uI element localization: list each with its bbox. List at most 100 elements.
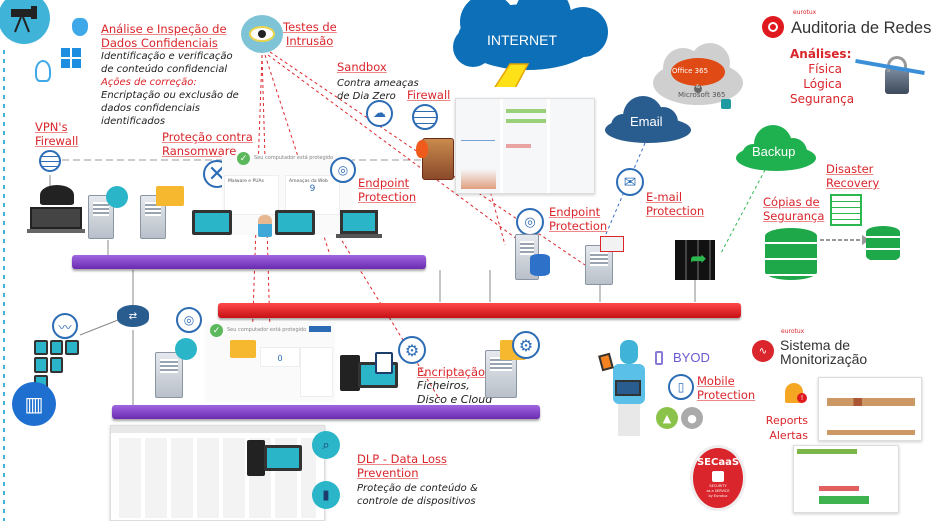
dlp-desc-2: controle de dispositivos xyxy=(357,496,476,507)
mobile-line: Mobile xyxy=(697,374,735,388)
ransomware-line: Proteção contra xyxy=(162,130,253,144)
analysis-item: Segurança xyxy=(790,92,855,106)
actions-title: Ações de correção: xyxy=(101,77,197,88)
backup-server-icon xyxy=(675,240,715,280)
analysis-block: Análise e Inspeção de Dados Confidenciai… xyxy=(101,22,239,128)
dlp-line: DLP - Data Loss xyxy=(357,452,447,466)
lock-icon xyxy=(721,99,731,109)
analysis-desc: Identificação e verificação xyxy=(101,51,233,62)
antivirus-dashboard-2: ✓ Seu computador está protegido 0 xyxy=(205,322,335,402)
check-icon: ✓ xyxy=(210,324,223,337)
apple-icon xyxy=(72,17,88,41)
dlp-line-2: Prevention xyxy=(357,466,419,480)
network-bar-core xyxy=(218,303,741,318)
sandbox-label: Sandbox Contra ameaças de Dia Zero xyxy=(337,60,419,103)
sandbox-desc: Contra ameaças xyxy=(337,78,419,89)
floppy-icon xyxy=(106,186,128,208)
email-protection-line-2: Protection xyxy=(646,204,705,218)
tile-label: Malware e PUAs xyxy=(228,179,264,184)
network-bar-top xyxy=(72,255,426,269)
endpoint-label-2: Endpoint Protection xyxy=(549,205,607,233)
analysis-item: Lógica xyxy=(803,77,842,91)
internet-cloud xyxy=(453,0,608,87)
laptop-icon xyxy=(336,210,382,238)
mail-server-icon xyxy=(585,245,613,285)
byod-person-icon xyxy=(598,340,650,440)
secaas-line: SECURITY xyxy=(709,484,727,488)
usb-icon: ▮ xyxy=(312,481,340,509)
email-protection-label: E-mail Protection xyxy=(646,190,704,218)
monitoring-title: Sistema de Monitorização xyxy=(780,338,867,366)
backup-cloud-label: Backup xyxy=(752,144,796,159)
folder-icon xyxy=(230,340,256,358)
email-protection-line: E-mail xyxy=(646,190,683,204)
cloud-sandbox-icon: ☁ xyxy=(366,100,393,127)
endpoint-icon: ◎ xyxy=(176,307,202,333)
byod-label: BYOD xyxy=(673,350,710,365)
office-amp: & xyxy=(696,84,700,90)
copies-line-2: Segurança xyxy=(763,209,825,223)
pentest-line-2: Intrusão xyxy=(286,34,334,48)
endpoint-icon: ◎ xyxy=(516,208,544,236)
backup-arrow-icon: ➦ xyxy=(690,246,707,270)
ransomware-label: Proteção contra Ransomware xyxy=(162,130,253,158)
firewall-box-icon xyxy=(422,138,454,180)
router-icon: ⇄ xyxy=(117,305,149,327)
workstation-icon xyxy=(247,440,265,476)
eye-icon xyxy=(241,15,283,53)
endpoint-label: Endpoint Protection xyxy=(358,176,416,204)
analysis-desc-2: de conteúdo confidencial xyxy=(101,64,228,75)
workstation-monitor-icon xyxy=(264,445,302,471)
folder-icon xyxy=(156,186,184,206)
spreadsheet-icon xyxy=(830,194,862,226)
actions-line-3: identificados xyxy=(101,116,166,127)
phone-signal-icon xyxy=(655,351,663,365)
dlp-label: DLP - Data Loss Prevention Proteção de c… xyxy=(357,452,478,508)
dashboard-tile: Malware e PUAs xyxy=(224,175,279,215)
apple-icon: ● xyxy=(681,407,703,429)
fire-icon xyxy=(416,140,428,158)
envelope-icon: ✉ xyxy=(616,168,644,196)
monitoring-line: Sistema de xyxy=(780,337,851,353)
analyses-title: Análises: xyxy=(790,47,852,61)
floppy-icon xyxy=(175,338,197,360)
vpn-line-2: Firewall xyxy=(35,134,79,148)
analysis-item: Física xyxy=(808,62,842,76)
padlock-cable-icon xyxy=(885,68,909,94)
android-icon: ▲ xyxy=(656,407,678,429)
firewall-icon xyxy=(412,104,438,130)
secaas-line-3: by Eurotux xyxy=(708,494,728,498)
disaster-line: Disaster xyxy=(826,162,874,176)
dashboard2-status: Seu computador está protegido xyxy=(227,327,307,333)
endpoint-line-2: Protection xyxy=(549,219,608,233)
mobile-protection-label: Mobile Protection xyxy=(697,374,755,402)
audit-analyses: Análises: Física Lógica Segurança xyxy=(790,47,855,107)
windows-icon xyxy=(61,48,81,68)
microsoft365-label: Microsoft 365 xyxy=(678,91,726,99)
monitoring-logo-icon: ∿ xyxy=(752,340,774,362)
copies-line: Cópias de xyxy=(763,195,820,209)
email-cloud-label: Email xyxy=(630,114,663,129)
monitoring-screenshot xyxy=(793,445,899,513)
reports-alerts: Reports Alertas xyxy=(762,413,808,443)
database-icon xyxy=(530,254,550,276)
secaas-line-2: as a SERVICE xyxy=(706,489,730,493)
workstation-icon xyxy=(275,210,315,235)
analysis-title: Análise e Inspeção de xyxy=(101,22,227,36)
wifi-icon: 〰 xyxy=(52,313,78,339)
mobile-line-2: Protection xyxy=(697,388,756,402)
office365-label: Office 365 xyxy=(672,67,709,75)
analysis-title-2: Dados Confidenciais xyxy=(101,36,218,50)
audit-brand: eurotux xyxy=(793,9,817,16)
encryption-title: Encriptação xyxy=(417,365,486,379)
sandbox-title: Sandbox xyxy=(337,60,387,74)
padlock-icon xyxy=(712,471,724,482)
check-icon: ✓ xyxy=(237,152,250,165)
dlp-screenshot xyxy=(110,425,325,521)
email-cloud xyxy=(605,96,691,143)
reports-label: Reports xyxy=(765,414,808,427)
linux-icon xyxy=(35,60,51,82)
audit-logo-icon xyxy=(762,16,784,38)
tile-value: 9 xyxy=(309,184,316,194)
